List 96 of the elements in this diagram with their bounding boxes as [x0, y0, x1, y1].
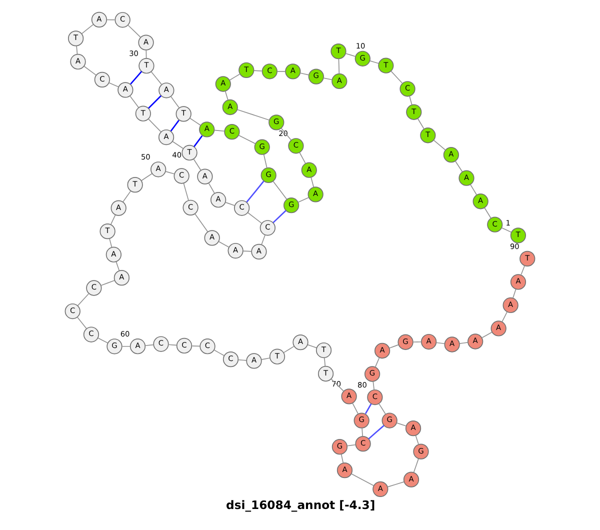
connector — [436, 342, 445, 344]
connector — [225, 202, 236, 206]
connector — [130, 70, 142, 85]
connector — [254, 70, 262, 72]
connector — [299, 152, 306, 164]
connector — [246, 180, 264, 202]
connector — [272, 180, 288, 200]
connector — [170, 120, 180, 132]
connector — [81, 24, 94, 34]
connector — [189, 118, 201, 126]
connector — [148, 95, 162, 109]
connector — [283, 346, 294, 354]
connector — [346, 444, 356, 446]
connector — [389, 344, 399, 348]
connector — [276, 70, 286, 72]
connector — [338, 58, 340, 74]
connector — [263, 154, 268, 168]
connector — [307, 344, 317, 348]
connector — [433, 140, 446, 150]
connector — [362, 428, 363, 437]
connector — [352, 402, 358, 414]
connector — [98, 338, 108, 344]
connector — [229, 74, 240, 81]
connector — [300, 72, 310, 76]
connector — [272, 210, 286, 224]
connector — [387, 481, 405, 488]
connector — [369, 60, 379, 64]
connector — [261, 234, 266, 246]
connector — [484, 207, 492, 219]
connector — [260, 358, 270, 360]
connector — [165, 171, 175, 174]
connector — [236, 109, 270, 121]
connector — [122, 190, 131, 202]
connector — [374, 357, 380, 368]
connector — [224, 90, 228, 100]
connector — [100, 280, 116, 286]
connector — [459, 342, 468, 344]
connector — [520, 265, 526, 276]
connector — [242, 250, 252, 252]
connector — [129, 96, 139, 108]
caption: dsi_16084_annot [-4.3] — [226, 498, 376, 512]
connector — [372, 381, 375, 390]
connector — [170, 96, 180, 108]
connector — [454, 160, 463, 172]
connector — [310, 176, 314, 188]
connector — [140, 173, 152, 182]
connector — [350, 473, 374, 486]
connector — [208, 183, 215, 194]
connector — [417, 118, 424, 130]
connector — [76, 45, 78, 55]
connector — [323, 78, 332, 80]
connector — [482, 332, 492, 338]
connector — [501, 227, 512, 233]
connector — [128, 24, 142, 38]
connector — [218, 241, 230, 248]
connector — [364, 404, 372, 414]
connector — [108, 82, 119, 88]
connector — [77, 293, 89, 306]
connector — [214, 350, 225, 356]
connector — [413, 341, 422, 342]
connector — [390, 70, 402, 84]
connector — [172, 141, 184, 150]
connector — [415, 435, 419, 445]
connector — [512, 288, 516, 298]
connector — [192, 346, 200, 347]
connector — [183, 182, 189, 201]
connector — [470, 184, 478, 196]
connector — [345, 53, 356, 57]
connector — [396, 422, 406, 426]
connector — [148, 118, 162, 132]
connector — [110, 214, 116, 225]
connector — [194, 213, 208, 232]
connector — [116, 262, 120, 272]
connector — [76, 316, 88, 330]
connector — [324, 357, 326, 367]
connector — [168, 344, 178, 346]
connector — [298, 197, 309, 203]
connector — [280, 128, 292, 140]
connector — [194, 135, 203, 147]
connector — [150, 71, 162, 85]
connector — [247, 212, 262, 224]
connector — [330, 378, 344, 392]
connector — [413, 458, 419, 473]
connector — [122, 346, 131, 347]
connector — [214, 130, 225, 132]
connector — [84, 66, 97, 76]
connector — [368, 424, 384, 440]
connector — [109, 238, 112, 248]
connector — [340, 454, 344, 464]
connector — [193, 158, 202, 171]
connector — [378, 403, 386, 415]
connector — [238, 134, 256, 144]
connector — [144, 344, 154, 346]
connector — [409, 96, 412, 106]
connector — [502, 312, 508, 322]
connector — [238, 359, 247, 361]
